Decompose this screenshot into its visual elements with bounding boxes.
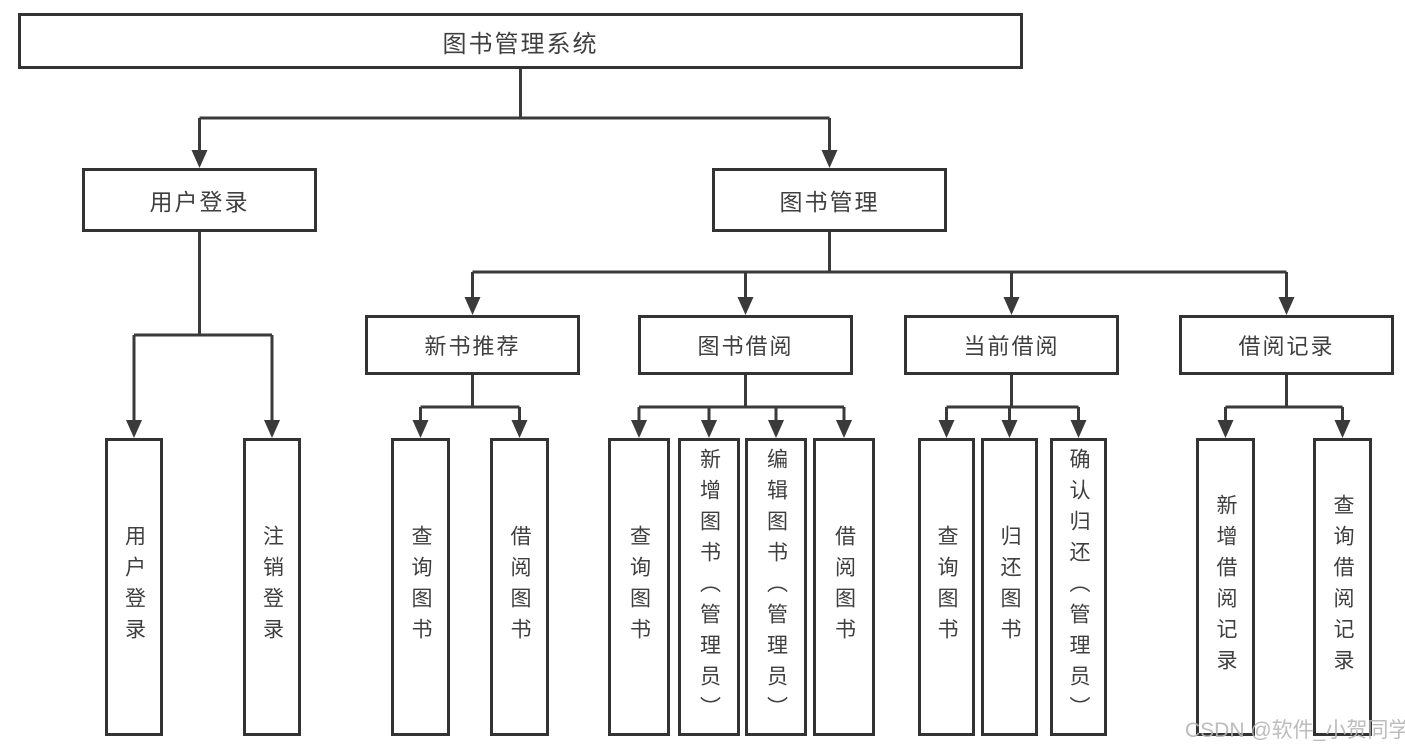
- node-label: 归还图书: [998, 525, 1021, 649]
- leaf-return-books: 归还图书: [981, 438, 1038, 736]
- node-label: 图书管理: [779, 189, 880, 215]
- leaf-recommend-borrow-books: 借阅图书: [490, 438, 549, 736]
- node-label: 借阅记录: [1238, 334, 1335, 359]
- node-current-borrowing: 当前借阅: [904, 315, 1119, 375]
- leaf-recommend-query-books: 查询图书: [391, 438, 450, 736]
- node-label: 编辑图书（管理员）: [764, 447, 788, 727]
- node-label: 用户登录: [149, 189, 250, 215]
- leaf-user-login: 用户登录: [105, 438, 163, 736]
- leaf-add-books-admin: 新增图书（管理员）: [678, 438, 740, 736]
- leaf-borrow-books: 借阅图书: [813, 438, 875, 736]
- leaf-query-borrow-record: 查询借阅记录: [1313, 438, 1372, 736]
- node-label: 当前借阅: [963, 334, 1060, 359]
- csdn-watermark: CSDN @软件_小贺同学: [1185, 719, 1405, 742]
- node-label: 注销登录: [260, 525, 284, 649]
- node-label: 图书借阅: [697, 334, 794, 359]
- node-book-management: 图书管理: [712, 168, 947, 232]
- node-label: 新书推荐: [424, 334, 521, 359]
- node-label: 查询借阅记录: [1331, 494, 1354, 680]
- node-label: 查询图书: [935, 525, 958, 649]
- node-label: 图书管理系统: [442, 30, 599, 58]
- node-new-book-recommendation: 新书推荐: [365, 315, 580, 375]
- leaf-confirm-return-admin: 确认归还（管理员）: [1050, 438, 1107, 736]
- node-label: 新增图书（管理员）: [697, 447, 721, 727]
- node-label: 新增借阅记录: [1214, 494, 1237, 680]
- leaf-logout: 注销登录: [243, 438, 301, 736]
- node-book-borrowing: 图书借阅: [638, 315, 853, 375]
- node-borrowing-records: 借阅记录: [1179, 315, 1394, 375]
- leaf-borrowing-query-books: 查询图书: [608, 438, 670, 736]
- node-label: 查询图书: [627, 525, 651, 649]
- leaf-current-query-books: 查询图书: [918, 438, 975, 736]
- node-library-management-system: 图书管理系统: [18, 13, 1023, 69]
- leaf-edit-books-admin: 编辑图书（管理员）: [745, 438, 807, 736]
- node-label: 查询图书: [409, 525, 432, 649]
- node-user-login: 用户登录: [82, 168, 317, 232]
- node-label: 借阅图书: [508, 525, 531, 649]
- node-label: 借阅图书: [832, 525, 856, 649]
- node-label: 确认归还（管理员）: [1067, 447, 1090, 727]
- node-label: 用户登录: [122, 525, 146, 649]
- leaf-add-borrow-record: 新增借阅记录: [1196, 438, 1255, 736]
